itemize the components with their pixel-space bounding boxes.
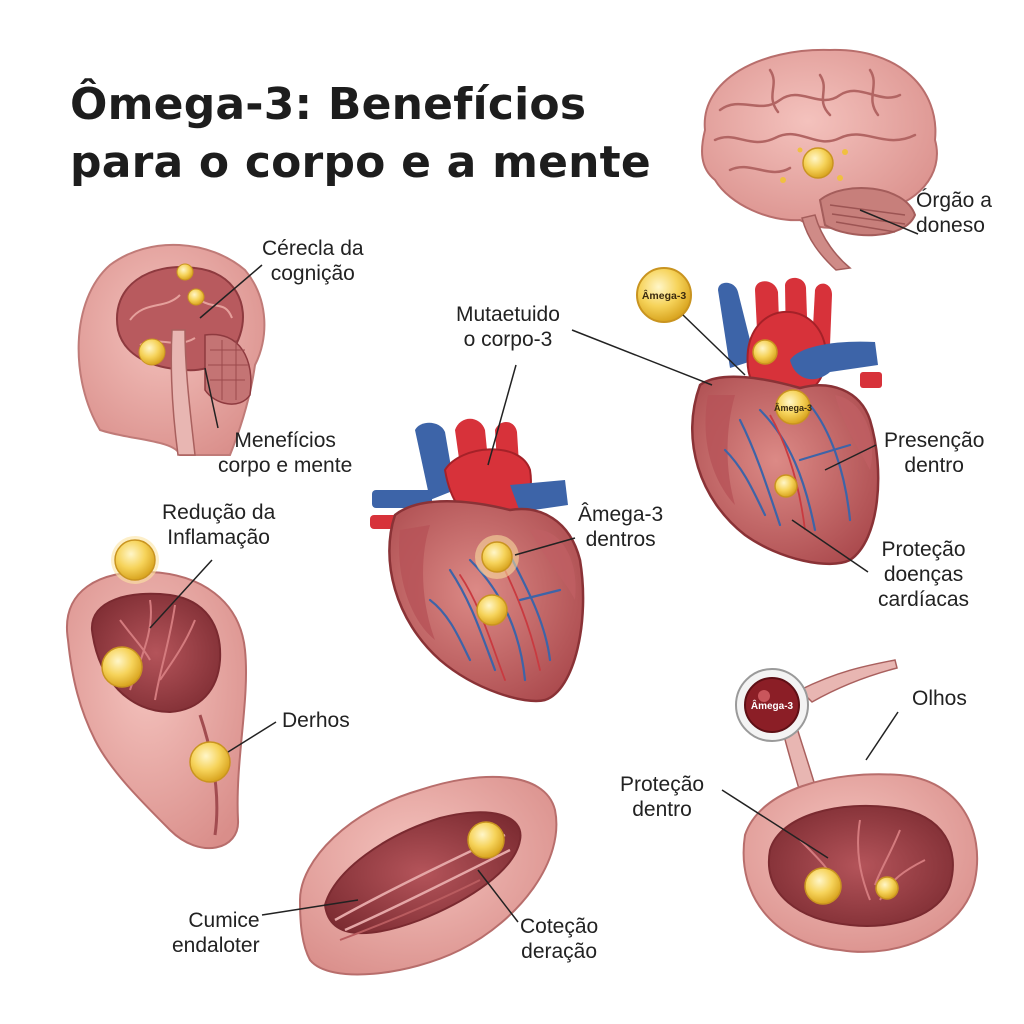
label-line: dentros <box>585 528 656 551</box>
label-line: Órgão a <box>916 189 992 212</box>
label-line: dentro <box>904 454 964 477</box>
label-line: Redução da <box>162 501 276 524</box>
label-line: cognição <box>270 262 355 285</box>
label-line: dentro <box>632 798 692 821</box>
label-olhos: Olhos <box>912 686 967 711</box>
eye-illustration: Âmega-3 <box>721 659 979 953</box>
right-heart-illustration: Âmega-3 Âmega-3 <box>571 267 882 573</box>
omega-capsule-label: Âmega-3 <box>642 289 687 302</box>
label-line: Menefícios <box>234 429 336 452</box>
label-right-heart-protection: Proteção doenças cardíacas <box>878 537 969 612</box>
label-line: Olhos <box>912 687 967 710</box>
label-line: cardíacas <box>878 588 970 611</box>
label-line: Âmega-3 <box>578 503 664 526</box>
label-cotecao: Coteção deração <box>520 914 598 964</box>
label-line: endaloter <box>172 934 260 957</box>
lower-organ-illustration <box>261 775 558 976</box>
label-line: Proteção <box>881 538 966 561</box>
label-right-heart-presence: Presenção dentro <box>884 428 984 478</box>
label-line: doneso <box>916 214 985 237</box>
label-eye-protection: Proteção dentro <box>620 772 704 822</box>
head-illustration <box>77 243 266 456</box>
omega-capsule-label: Âmega-3 <box>751 699 794 712</box>
center-heart-illustration <box>370 364 585 703</box>
label-center-heart-omega: Âmega-3 dentros <box>578 502 663 552</box>
label-line: Inflamação <box>167 526 270 549</box>
label-line: Presenção <box>884 429 985 452</box>
page-title: Ômega-3: Benefícios para o corpo e a men… <box>70 76 651 192</box>
title-line-1: Ômega-3: Benefícios <box>70 79 587 130</box>
title-line-2: para o corpo e a mente <box>70 137 651 188</box>
omega-capsule-label: Âmega-3 <box>774 402 812 413</box>
label-inflammation: Redução da Inflamação <box>162 500 275 550</box>
label-center-heart-top: Mutaetuido o corpo-3 <box>456 302 560 352</box>
label-cumice: Cumice endaloter <box>172 908 260 958</box>
label-line: doenças <box>883 563 964 586</box>
label-brain-organ: Órgão a doneso <box>916 188 992 238</box>
label-line: Cérecla da <box>262 237 364 260</box>
label-line: corpo e mente <box>218 454 353 477</box>
omega-capsule-icon <box>802 147 834 179</box>
inflammation-organ-illustration <box>65 536 277 849</box>
label-line: Mutaetuido <box>456 303 560 326</box>
label-derhos: Derhos <box>282 708 350 733</box>
label-line: deração <box>521 940 598 963</box>
brain-illustration <box>701 48 938 271</box>
label-line: Cumice <box>188 909 260 932</box>
label-line: Proteção <box>620 773 705 796</box>
label-line: Coteção <box>520 915 599 938</box>
label-line: Derhos <box>282 709 350 732</box>
label-head-cognition: Cérecla da cognição <box>262 236 364 286</box>
label-line: o corpo-3 <box>463 328 553 351</box>
label-head-benefits: Menefícios corpo e mente <box>218 428 352 478</box>
